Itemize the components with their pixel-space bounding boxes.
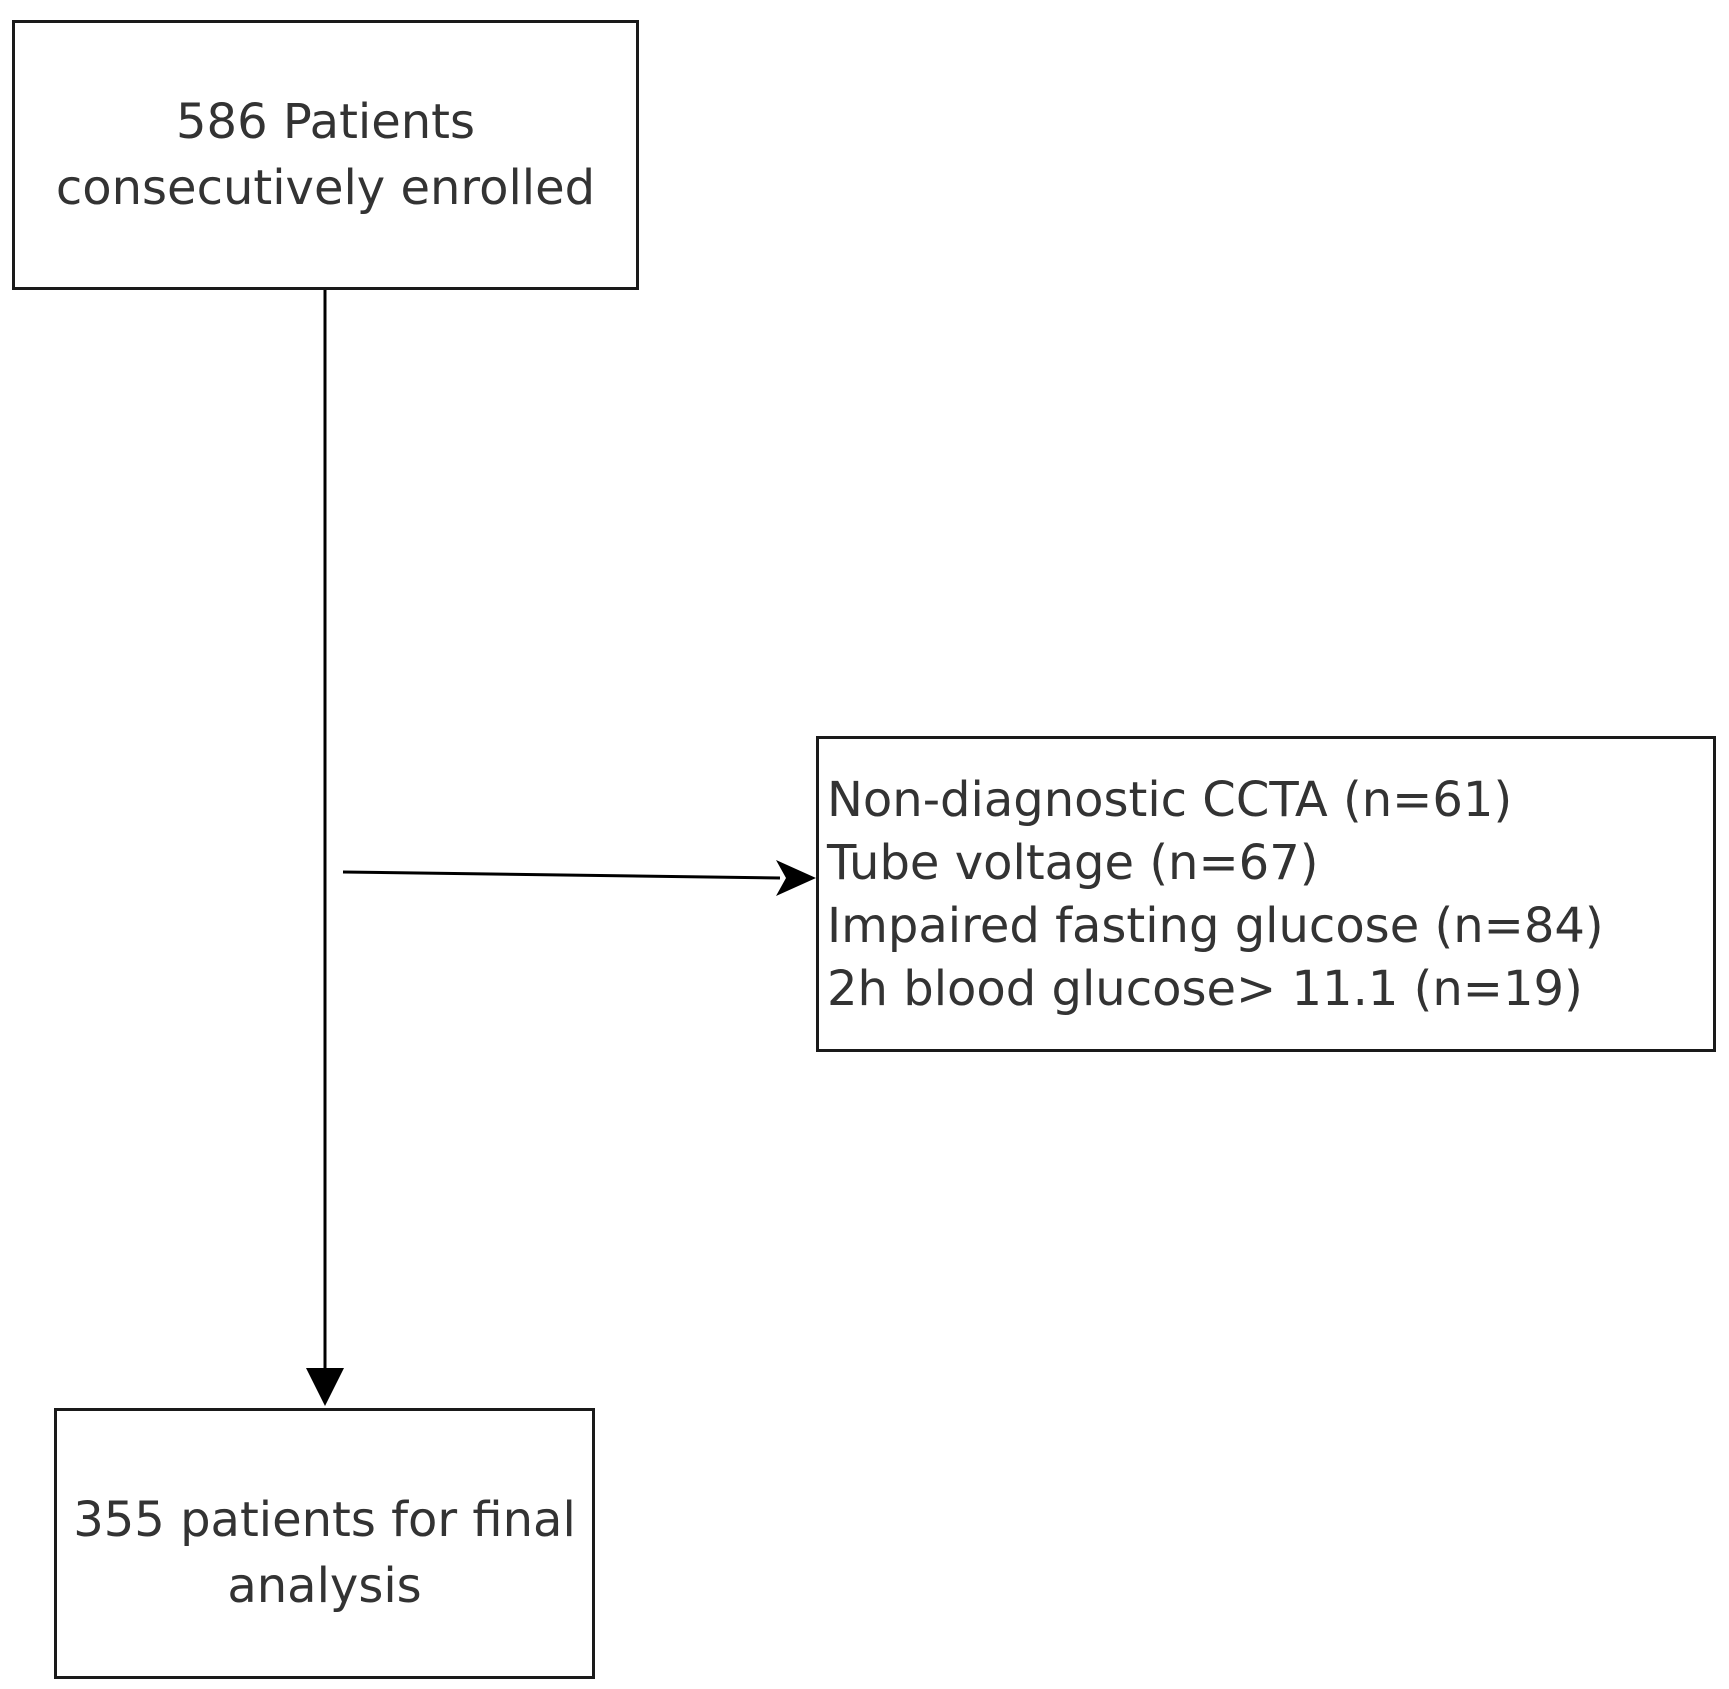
final-count-text: 355 patients for final — [73, 1492, 576, 1548]
final-description-text: analysis — [227, 1558, 422, 1614]
exclusion-criteria-box: Non-diagnostic CCTA (n=61) Tube voltage … — [816, 736, 1716, 1052]
exclusion-branch-arrowhead — [776, 860, 816, 896]
exclusion-branch-line — [342, 870, 781, 880]
enrolled-patients-box: 586 Patients consecutively enrolled — [12, 20, 639, 290]
main-flow-arrowhead — [306, 1368, 344, 1406]
exclusion-item-2h-blood-glucose: 2h blood glucose> 11.1 (n=19) — [827, 961, 1583, 1017]
exclusion-item-tube-voltage: Tube voltage (n=67) — [827, 835, 1319, 891]
enrolled-description-text: consecutively enrolled — [55, 160, 596, 216]
exclusion-item-impaired-fasting-glucose: Impaired fasting glucose (n=84) — [827, 898, 1604, 954]
exclusion-item-non-diagnostic-ccta: Non-diagnostic CCTA (n=61) — [827, 772, 1513, 828]
final-analysis-box: 355 patients for final analysis — [54, 1408, 595, 1679]
enrolled-count-text: 586 Patients — [175, 94, 475, 150]
